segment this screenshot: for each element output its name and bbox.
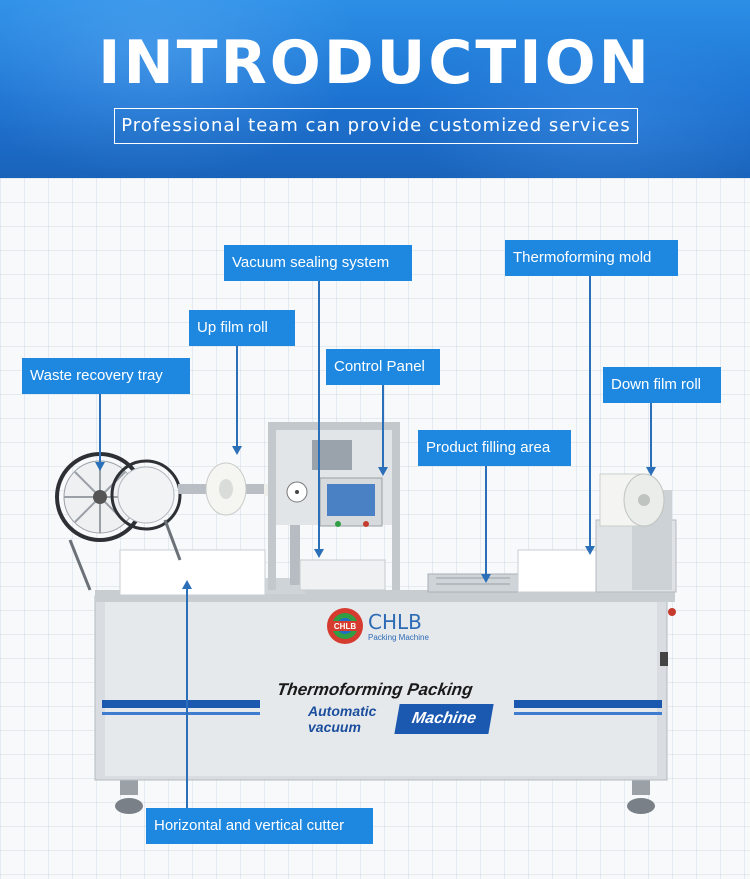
brand-name: CHLB (368, 610, 422, 634)
machine-automatic-label: Automatic vacuum (308, 703, 376, 735)
callout-thermoforming-mold: Thermoforming mold (505, 240, 678, 276)
callout-up-film-roll: Up film roll (189, 310, 295, 346)
machine-badge: Machine (394, 704, 494, 734)
callout-vacuum-sealing: Vacuum sealing system (224, 245, 412, 281)
callout-waste-recovery: Waste recovery tray (22, 358, 190, 394)
leader-vacuum-sealing (318, 281, 320, 549)
machine-line-vacuum: vacuum (308, 719, 361, 735)
leader-product-filling (485, 466, 487, 574)
leader-cutter (186, 588, 188, 808)
arrow-down-film-roll (646, 467, 656, 476)
arrow-cutter (182, 580, 192, 589)
header-banner: INTRODUCTION Professional team can provi… (0, 0, 750, 178)
leader-waste-recovery (99, 394, 101, 462)
logo-badge: CHLB (334, 622, 356, 631)
callout-down-film-roll: Down film roll (603, 367, 721, 403)
arrow-waste-recovery (95, 462, 105, 471)
leader-up-film-roll (236, 346, 238, 446)
leader-control-panel (382, 385, 384, 467)
machine-line-automatic: Automatic (308, 703, 377, 719)
arrow-control-panel (378, 467, 388, 476)
leader-down-film-roll (650, 403, 652, 467)
arrow-product-filling (481, 574, 491, 583)
callout-product-filling: Product filling area (418, 430, 571, 466)
page-title: INTRODUCTION (98, 28, 652, 98)
callout-cutter: Horizontal and vertical cutter (146, 808, 373, 844)
arrow-vacuum-sealing (314, 549, 324, 558)
page-subtitle: Professional team can provide customized… (114, 108, 638, 144)
brand-subtitle: Packing Machine (368, 633, 429, 642)
callout-control-panel: Control Panel (326, 349, 440, 385)
machine-title: Thermoforming Packing (275, 680, 474, 699)
leader-thermoforming-mold (589, 276, 591, 546)
arrow-thermoforming-mold (585, 546, 595, 555)
arrow-up-film-roll (232, 446, 242, 455)
